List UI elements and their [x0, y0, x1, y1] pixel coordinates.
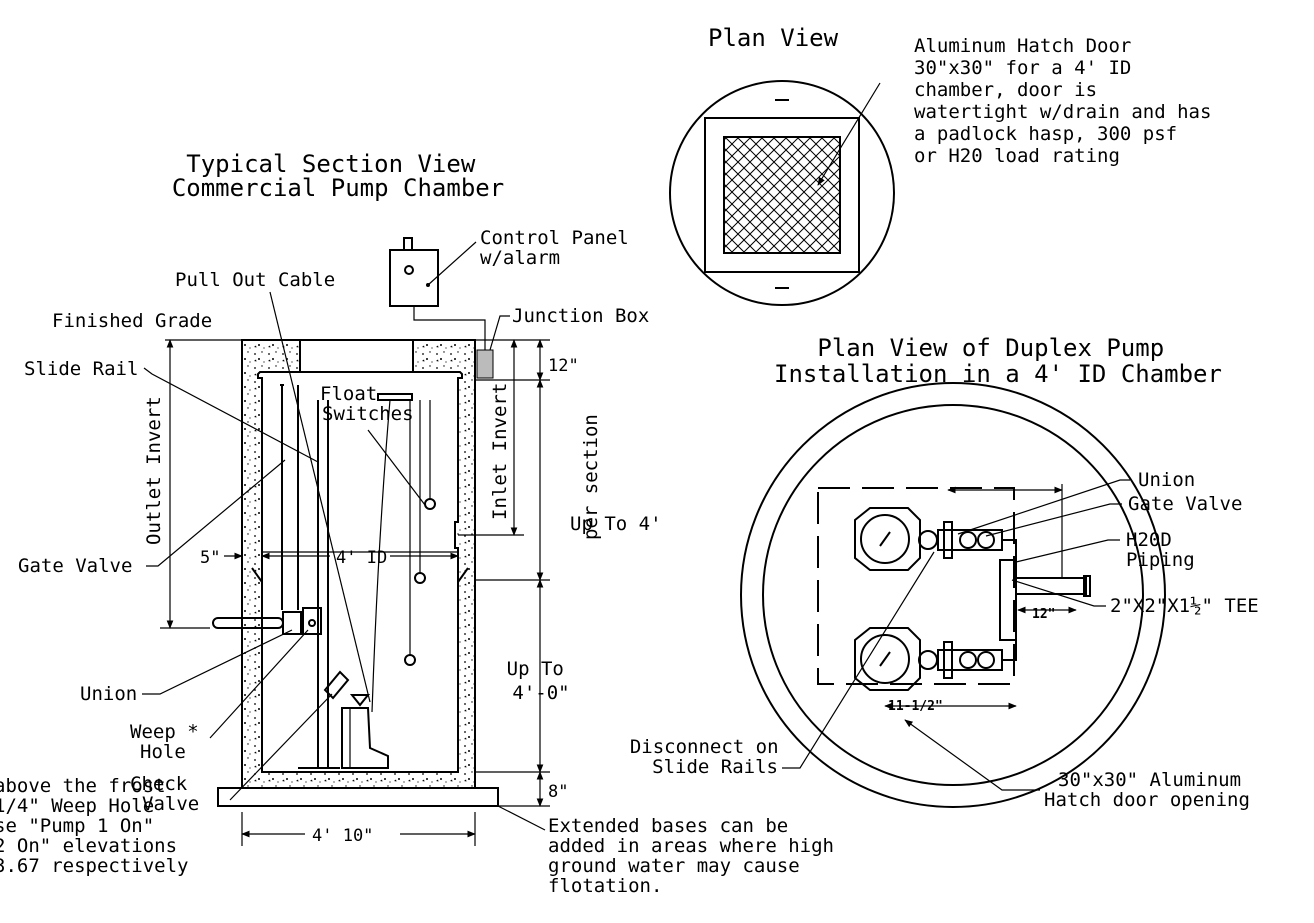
id-dim-label: 4' ID: [336, 548, 387, 568]
duplex-gate-valve-leader: [985, 503, 1122, 537]
float-leader: [367, 429, 426, 506]
control-panel: [389, 249, 439, 307]
pull-out-cable: [269, 291, 371, 703]
duplex-inner-circle: [762, 404, 1144, 786]
width-dim-label: 4' 10": [312, 826, 373, 846]
hatch-opening-leader: [904, 719, 1040, 791]
float-switches-label: Float Switches: [320, 383, 414, 425]
pull-out-cable-label: Pull Out Cable: [175, 269, 335, 291]
junction-box-label: Junction Box: [512, 305, 649, 327]
gate-valve-2: [959, 651, 977, 669]
footnote: above the frost 1/4" Weep Hole se "Pump …: [0, 775, 188, 877]
float-2: [414, 572, 426, 584]
duplex-title: Plan View of Duplex Pump Installation in…: [774, 334, 1222, 388]
section-dim-label-2: per section: [580, 414, 602, 540]
disconnect-label: Disconnect on Slide Rails: [630, 736, 790, 778]
slide-rail-label: Slide Rail: [24, 358, 138, 380]
pump-handle-icon: [349, 694, 371, 707]
duplex-view: Plan View of Duplex Pump Installation in…: [630, 334, 1259, 811]
junction-leader: [489, 315, 510, 351]
extended-base: [217, 787, 499, 807]
section-view: Typical Section View Commercial Pump Cha…: [0, 150, 845, 897]
gate-valve-label: Gate Valve: [18, 555, 132, 577]
hatch-opening-label: 30"x30" Aluminum Hatch door opening: [1044, 769, 1252, 811]
gate-valve-1: [959, 531, 977, 549]
duplex-gate-valve-label: Gate Valve: [1128, 493, 1242, 515]
weep-hole-label: Weep * Hole: [130, 721, 210, 763]
junction-box: [476, 349, 494, 379]
plan-view: Plan View Aluminum Hatch Door 30"x30" fo…: [669, 24, 1223, 306]
section-title: Typical Section View Commercial Pump Cha…: [172, 150, 504, 202]
float-3: [404, 654, 416, 666]
gate-valve: [282, 611, 302, 635]
extended-bases-note: Extended bases can be added in areas whe…: [548, 815, 845, 897]
union: [302, 607, 322, 635]
hatch-door: [723, 136, 841, 254]
check-valve-label: Check Valve: [130, 773, 199, 815]
hatch-opening-outline: [817, 487, 1015, 685]
joint-left: [251, 567, 263, 583]
chamber-concrete: [241, 339, 476, 789]
hatch-leader: [817, 82, 881, 186]
panel-conduit: [413, 306, 486, 350]
tee-body: [999, 559, 1017, 641]
union-label: Union: [80, 683, 137, 705]
lower-dim-label: Up To 4'-0": [507, 658, 576, 704]
tee-outlet: [1015, 577, 1087, 595]
duplex-piping-label: H20D Piping: [1126, 529, 1195, 571]
check-valve-leader: [229, 693, 333, 801]
pump-2-housing: [854, 627, 921, 691]
pump-1-housing: [854, 507, 921, 571]
hatch-frame: [704, 117, 860, 273]
weep-hole-leader: [209, 629, 309, 739]
panel-knob-icon: [404, 265, 414, 275]
finished-grade-label: Finished Grade: [52, 310, 212, 332]
joint-right: [457, 567, 469, 583]
hatch-note: Aluminum Hatch Door 30"x30" for a 4' ID …: [914, 35, 1223, 167]
pump-1: [860, 514, 910, 564]
control-panel-label: Control Panel w/alarm: [480, 227, 640, 269]
slide-rail-leader: [143, 367, 319, 463]
float-1: [424, 498, 436, 510]
union-1: [943, 521, 953, 559]
disconnect-leader: [782, 551, 935, 769]
union-leader: [142, 629, 293, 695]
duplex-outer-circle: [740, 382, 1166, 808]
duplex-tee-label: 2"X2"X1½" TEE: [1110, 595, 1259, 617]
top-dim-label: 12": [548, 356, 579, 376]
dim-11-label: 11-1/2": [888, 699, 943, 714]
gate-valve-leader: [146, 459, 286, 567]
dim-12-label: 12": [1032, 607, 1055, 622]
pump-cable: [371, 399, 391, 713]
float-bracket: [377, 393, 413, 401]
control-panel-light: [403, 237, 413, 251]
plan-view-title: Plan View: [708, 24, 839, 52]
outlet-invert-label: Outlet Invert: [143, 396, 165, 545]
duplex-union-leader: [957, 479, 1130, 535]
inlet-invert-label: Inlet Invert: [489, 383, 511, 520]
panel-leader: [427, 241, 477, 286]
duplex-tee-leader: [1011, 579, 1106, 607]
chamber-outline: [669, 80, 895, 306]
base-dim-label: 8": [548, 782, 568, 802]
union-2: [943, 641, 953, 679]
duplex-union-label: Union: [1138, 469, 1195, 491]
base-note-leader: [497, 805, 546, 831]
pump-2: [860, 634, 910, 684]
duplex-piping-leader: [1015, 539, 1120, 563]
pump-body: [341, 707, 389, 769]
wall-dim-label: 5": [200, 548, 220, 568]
section-dim-label: Up To 4': [570, 513, 662, 535]
weep-hole-icon: [308, 619, 316, 627]
